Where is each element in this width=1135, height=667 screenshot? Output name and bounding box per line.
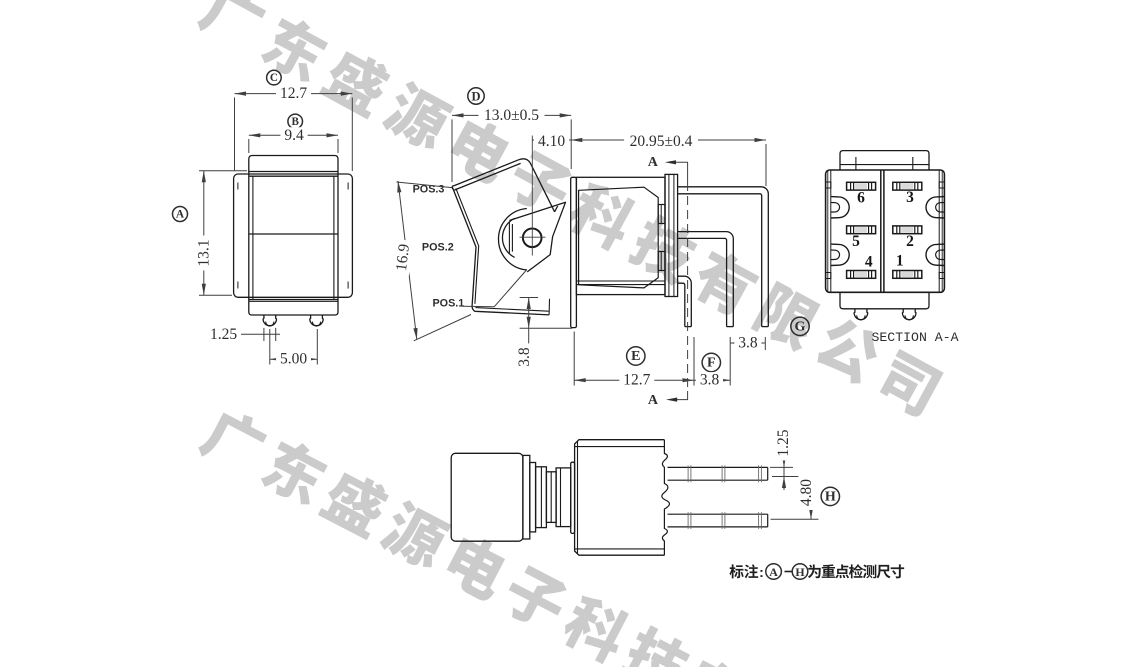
svg-text:D: D xyxy=(471,90,480,104)
svg-text:A: A xyxy=(648,155,659,170)
svg-text:SECTION A-A: SECTION A-A xyxy=(871,330,958,345)
svg-text:1.25: 1.25 xyxy=(210,326,237,343)
svg-text:3: 3 xyxy=(906,189,914,206)
svg-text:G: G xyxy=(795,319,806,334)
svg-text:4.80: 4.80 xyxy=(798,479,815,506)
svg-text:H: H xyxy=(795,565,805,579)
svg-text:9.4: 9.4 xyxy=(284,127,304,144)
svg-text:12.7: 12.7 xyxy=(623,372,650,389)
svg-text:4: 4 xyxy=(865,253,873,270)
svg-text:POS.2: POS.2 xyxy=(422,241,454,253)
svg-text:H: H xyxy=(825,490,836,505)
svg-text:A: A xyxy=(648,393,659,408)
svg-text:20.95±0.4: 20.95±0.4 xyxy=(630,133,693,150)
svg-text:2: 2 xyxy=(906,233,914,250)
svg-text:F: F xyxy=(707,356,716,371)
svg-text:1: 1 xyxy=(896,253,904,270)
svg-text:5.00: 5.00 xyxy=(280,351,307,368)
svg-text:B: B xyxy=(291,116,299,128)
svg-text:C: C xyxy=(270,72,278,84)
svg-text:3.8: 3.8 xyxy=(738,335,758,352)
svg-text:4.10: 4.10 xyxy=(538,133,565,150)
svg-text:E: E xyxy=(631,349,640,364)
svg-text:12.7: 12.7 xyxy=(280,85,307,102)
svg-text::: : xyxy=(759,564,764,580)
svg-text:16.9: 16.9 xyxy=(393,243,413,272)
svg-text:A: A xyxy=(176,209,185,221)
svg-text:A: A xyxy=(769,565,778,579)
svg-text:5: 5 xyxy=(852,233,860,250)
svg-text:6: 6 xyxy=(857,190,865,207)
svg-text:13.0±0.5: 13.0±0.5 xyxy=(484,107,539,124)
svg-text:3.8: 3.8 xyxy=(700,372,720,389)
svg-text:1.25: 1.25 xyxy=(775,429,792,456)
svg-text:13.1: 13.1 xyxy=(196,239,213,266)
svg-text:3.8: 3.8 xyxy=(516,347,533,367)
svg-text:POS.1: POS.1 xyxy=(432,298,464,310)
